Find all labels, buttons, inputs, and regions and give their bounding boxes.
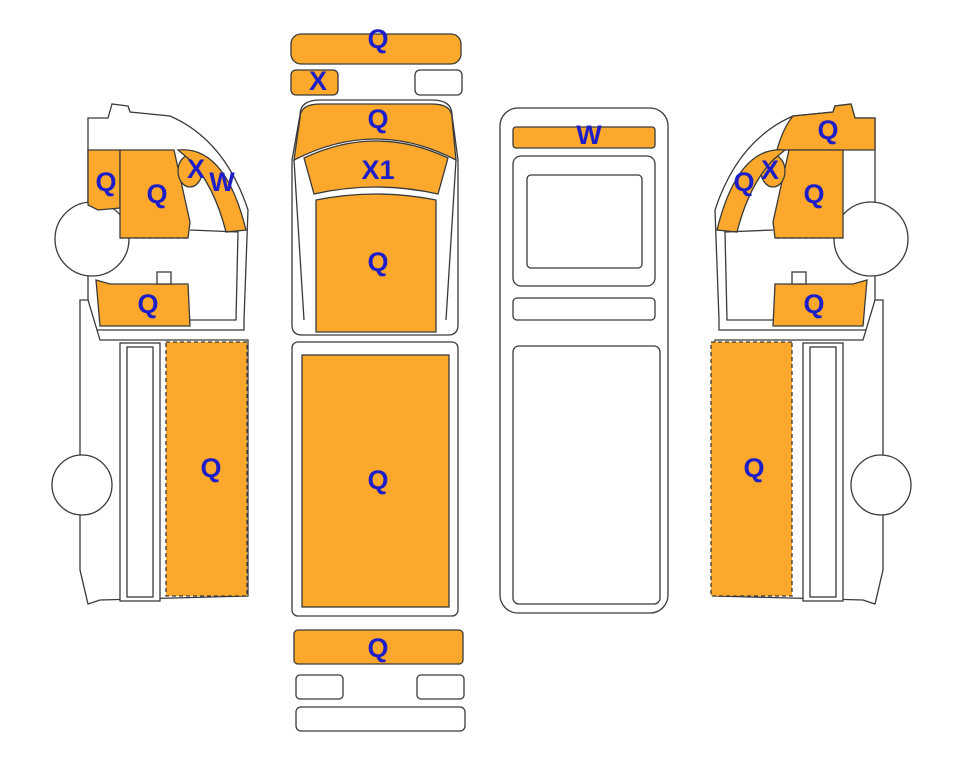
- rear-right-lamp: [416, 674, 465, 700]
- label-left-side-window: W: [209, 167, 235, 197]
- label-rear-bumper: Q: [367, 633, 388, 663]
- label-rear-window: W: [576, 120, 602, 150]
- right-lower-panel[interactable]: [772, 279, 868, 327]
- left-side-view: [51, 103, 249, 605]
- label-right-lower-panel: Q: [803, 289, 824, 319]
- face-bar: [512, 297, 656, 321]
- right-cargo-side-panel[interactable]: [710, 341, 793, 597]
- label-hood: Q: [367, 104, 388, 134]
- right-b-pillar: [724, 229, 774, 321]
- label-top-bumper: Q: [367, 24, 388, 54]
- left-handle: [156, 271, 172, 285]
- cab-roof-panel[interactable]: [315, 193, 437, 333]
- label-left-door-front: Q: [95, 167, 116, 197]
- label-right-door-front: Q: [817, 115, 838, 145]
- hood-panel[interactable]: [293, 103, 457, 162]
- right-side-window-panel[interactable]: [716, 149, 787, 233]
- face-lower-panel: [512, 345, 661, 605]
- right-door-panel[interactable]: [772, 149, 844, 239]
- left-door-rear-panel[interactable]: [119, 149, 191, 239]
- right-rail-inner: [809, 346, 837, 598]
- top-view: [290, 33, 466, 732]
- label-right-side-window: Q: [733, 167, 754, 197]
- rear-bumper-panel[interactable]: [293, 629, 464, 665]
- front-left-lamp-panel[interactable]: [290, 69, 339, 96]
- label-left-mirror: X: [187, 154, 205, 184]
- right-side-view: [710, 103, 912, 605]
- windshield-panel[interactable]: [303, 140, 449, 195]
- label-roof: Q: [367, 247, 388, 277]
- label-left-door-rear: Q: [146, 179, 167, 209]
- label-top-left-lamp: X: [309, 66, 327, 96]
- label-right-mirror: X: [761, 155, 779, 185]
- left-b-pillar: [189, 229, 239, 321]
- front-right-lamp: [414, 69, 463, 96]
- cargo-roof-panel[interactable]: [301, 354, 450, 608]
- face-grille: [526, 174, 643, 269]
- label-left-lower-panel: Q: [137, 289, 158, 319]
- front-bumper-panel[interactable]: [290, 33, 462, 65]
- damage-labels: Q X Q X1 Q Q Q W Q Q X W Q Q Q Q X Q Q Q: [95, 24, 838, 663]
- label-right-cargo-side: Q: [743, 453, 764, 483]
- left-front-wheel: [54, 201, 130, 277]
- left-side-window-panel[interactable]: [176, 149, 247, 233]
- rear-window-panel[interactable]: [512, 126, 656, 149]
- right-front-wheel: [833, 201, 909, 277]
- rear-left-lamp: [295, 674, 344, 700]
- rear-step: [295, 706, 466, 732]
- left-rear-wheel: [51, 454, 113, 516]
- left-lower-panel[interactable]: [95, 279, 191, 327]
- right-rear-wheel: [850, 454, 912, 516]
- label-left-cargo-side: Q: [200, 453, 221, 483]
- label-windshield: X1: [361, 155, 394, 185]
- label-right-door-rear: Q: [803, 179, 824, 209]
- left-pillar-line: [293, 159, 305, 321]
- right-pillar-line: [445, 159, 457, 321]
- label-cargo-roof: Q: [367, 465, 388, 495]
- left-rail-inner: [126, 346, 154, 598]
- left-cargo-side-panel[interactable]: [165, 341, 248, 597]
- face-view: [499, 107, 669, 614]
- left-door-front-panel[interactable]: [87, 149, 121, 211]
- right-handle: [791, 271, 807, 285]
